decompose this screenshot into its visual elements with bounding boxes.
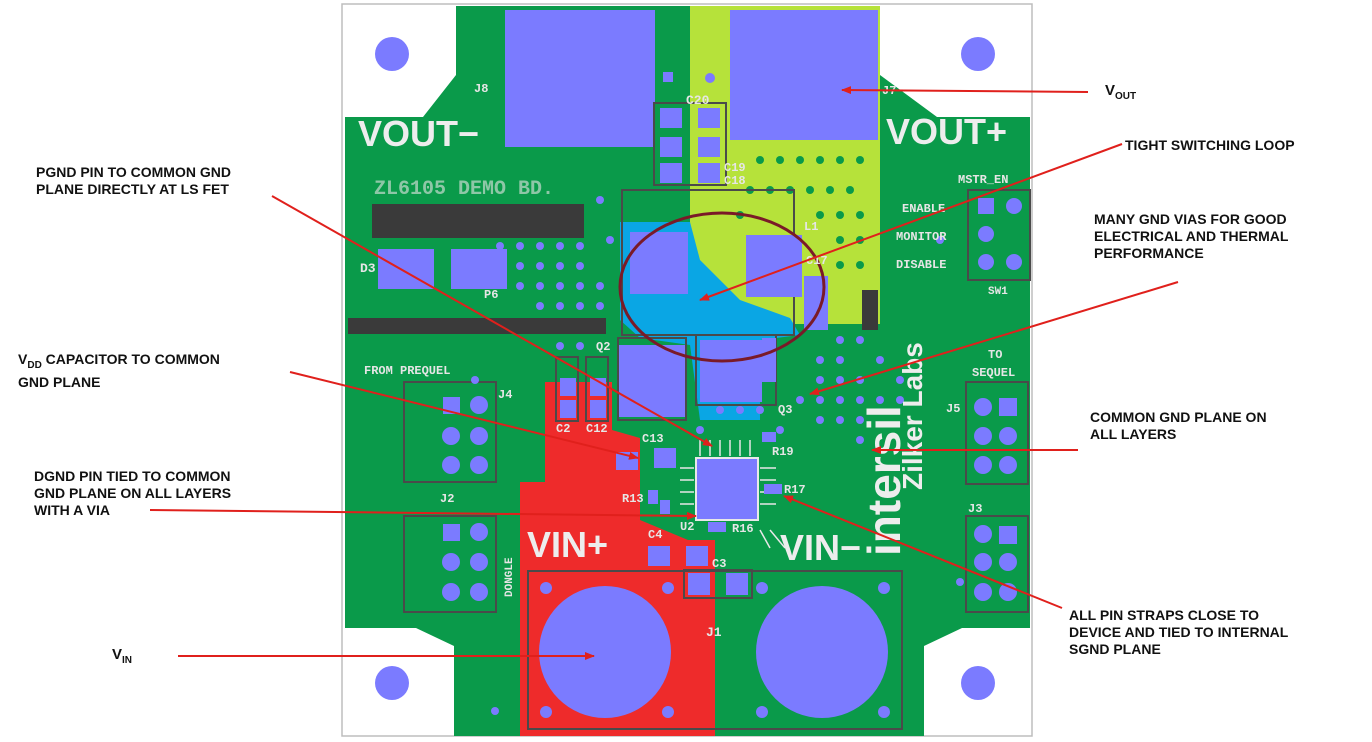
label-r17: R17 (784, 483, 806, 497)
mounting-holes (375, 37, 995, 700)
label-j1: J1 (706, 625, 722, 640)
label-j5: J5 (946, 402, 960, 416)
via-round (705, 73, 715, 83)
label-u2: U2 (680, 520, 694, 534)
label-c19: C19 (724, 161, 746, 175)
callout-vdd-sub: DD (27, 359, 42, 371)
label-d3: D3 (360, 261, 376, 276)
label-c4: C4 (648, 528, 662, 542)
label-r19: R19 (772, 445, 794, 459)
label-c17: C17 (806, 254, 828, 268)
label-r13: R13 (622, 492, 644, 506)
u2-ic (695, 457, 759, 521)
callout-vin-main: V (112, 646, 123, 663)
label-j4: J4 (498, 388, 512, 402)
callout-arrows (149, 86, 1179, 660)
j7-pad (730, 10, 878, 140)
label-to: TO (988, 348, 1002, 362)
callout-vout-main: V (1105, 82, 1116, 99)
callout-common-gnd: COMMON GND PLANE ON ALL LAYERS (1090, 409, 1267, 442)
silk-vout-plus: VOUT+ (886, 111, 1007, 152)
j1-corner-vias (491, 582, 890, 718)
label-sequel: SEQUEL (972, 366, 1015, 380)
callout-vin-sub: IN (122, 655, 133, 666)
label-enable: ENABLE (902, 202, 945, 216)
label-r16: R16 (732, 522, 754, 536)
u2-pins (680, 440, 786, 549)
silk-vin-plus: VIN+ (527, 524, 608, 565)
arrow-pgnd (271, 195, 713, 447)
callout-vout: VOUT (1105, 82, 1136, 105)
switching-loop-ellipse (618, 211, 826, 363)
callout-pin-straps: ALL PIN STRAPS CLOSE TO DEVICE AND TIED … (1069, 607, 1289, 657)
callout-dgnd: DGND PIN TIED TO COMMON GND PLANE ON ALL… (34, 468, 232, 518)
silk-bar-right (862, 290, 878, 330)
label-c2: C2 (556, 422, 570, 436)
label-monitor: MONITOR (896, 230, 947, 244)
silk-vin-minus: VIN− (780, 527, 861, 568)
j4-header (403, 381, 497, 483)
label-c18: C18 (724, 174, 746, 188)
label-c20: C20 (686, 93, 710, 108)
callout-vdd-cap: VDD CAPACITOR TO COMMON GND PLANE (18, 351, 220, 391)
callout-vdd-rest: CAPACITOR TO COMMON (41, 351, 220, 367)
label-p6: P6 (484, 288, 498, 302)
gnd-vias (496, 196, 904, 444)
callout-vdd-line2: GND PLANE (18, 373, 101, 390)
callout-many-vias: MANY GND VIAS FOR GOOD ELECTRICAL AND TH… (1094, 211, 1289, 261)
callout-vout-sub: OUT (1115, 91, 1137, 102)
silk-bar-top (372, 204, 584, 238)
callout-vdd-v: V (18, 351, 28, 367)
arrow-vout (841, 86, 1089, 95)
label-mstr-en: MSTR_EN (958, 173, 1008, 187)
q2-pad (618, 345, 686, 417)
arrow-vdd-cap (289, 371, 639, 460)
arrow-tight-loop (699, 143, 1123, 301)
label-from-prequel: FROM PREQUEL (364, 364, 450, 378)
label-c12: C12 (586, 422, 608, 436)
callout-pgnd: PGND PIN TO COMMON GND PLANE DIRECTLY AT… (36, 164, 231, 197)
j1-pin-vin-minus (756, 586, 888, 718)
label-q2: Q2 (596, 340, 610, 354)
label-disable: DISABLE (896, 258, 946, 272)
j8-pad (505, 10, 655, 147)
arrow-pin-straps (783, 495, 1063, 609)
j5-header (965, 381, 1029, 485)
silk-vout-minus: VOUT− (358, 113, 479, 154)
label-sw1: SW1 (988, 286, 1008, 298)
q3-pad (700, 340, 762, 402)
j1-outline (527, 570, 903, 730)
label-c13: C13 (642, 432, 664, 446)
label-l1: L1 (804, 220, 818, 234)
callout-vin: VIN (112, 646, 132, 669)
output-caps (653, 102, 727, 186)
arrow-many-vias (809, 281, 1179, 396)
label-j8: J8 (474, 82, 488, 96)
via-square (663, 72, 673, 82)
label-dongle: DONGLE (504, 557, 516, 597)
label-q3: Q3 (778, 403, 792, 417)
silk-bar-mid (348, 318, 606, 334)
silk-board-title: ZL6105 DEMO BD. (374, 178, 554, 201)
j1-pin-vin-plus (539, 586, 671, 718)
label-j2: J2 (440, 492, 454, 506)
callout-tight-loop: TIGHT SWITCHING LOOP (1125, 137, 1295, 153)
arrow-dgnd (149, 509, 697, 520)
l1-pad-left (630, 232, 688, 294)
j2-header (403, 515, 497, 613)
brand-intersil-logo: intersil (858, 405, 910, 556)
p6-pad (451, 249, 507, 289)
label-c3: C3 (712, 557, 726, 571)
label-j3: J3 (968, 502, 982, 516)
